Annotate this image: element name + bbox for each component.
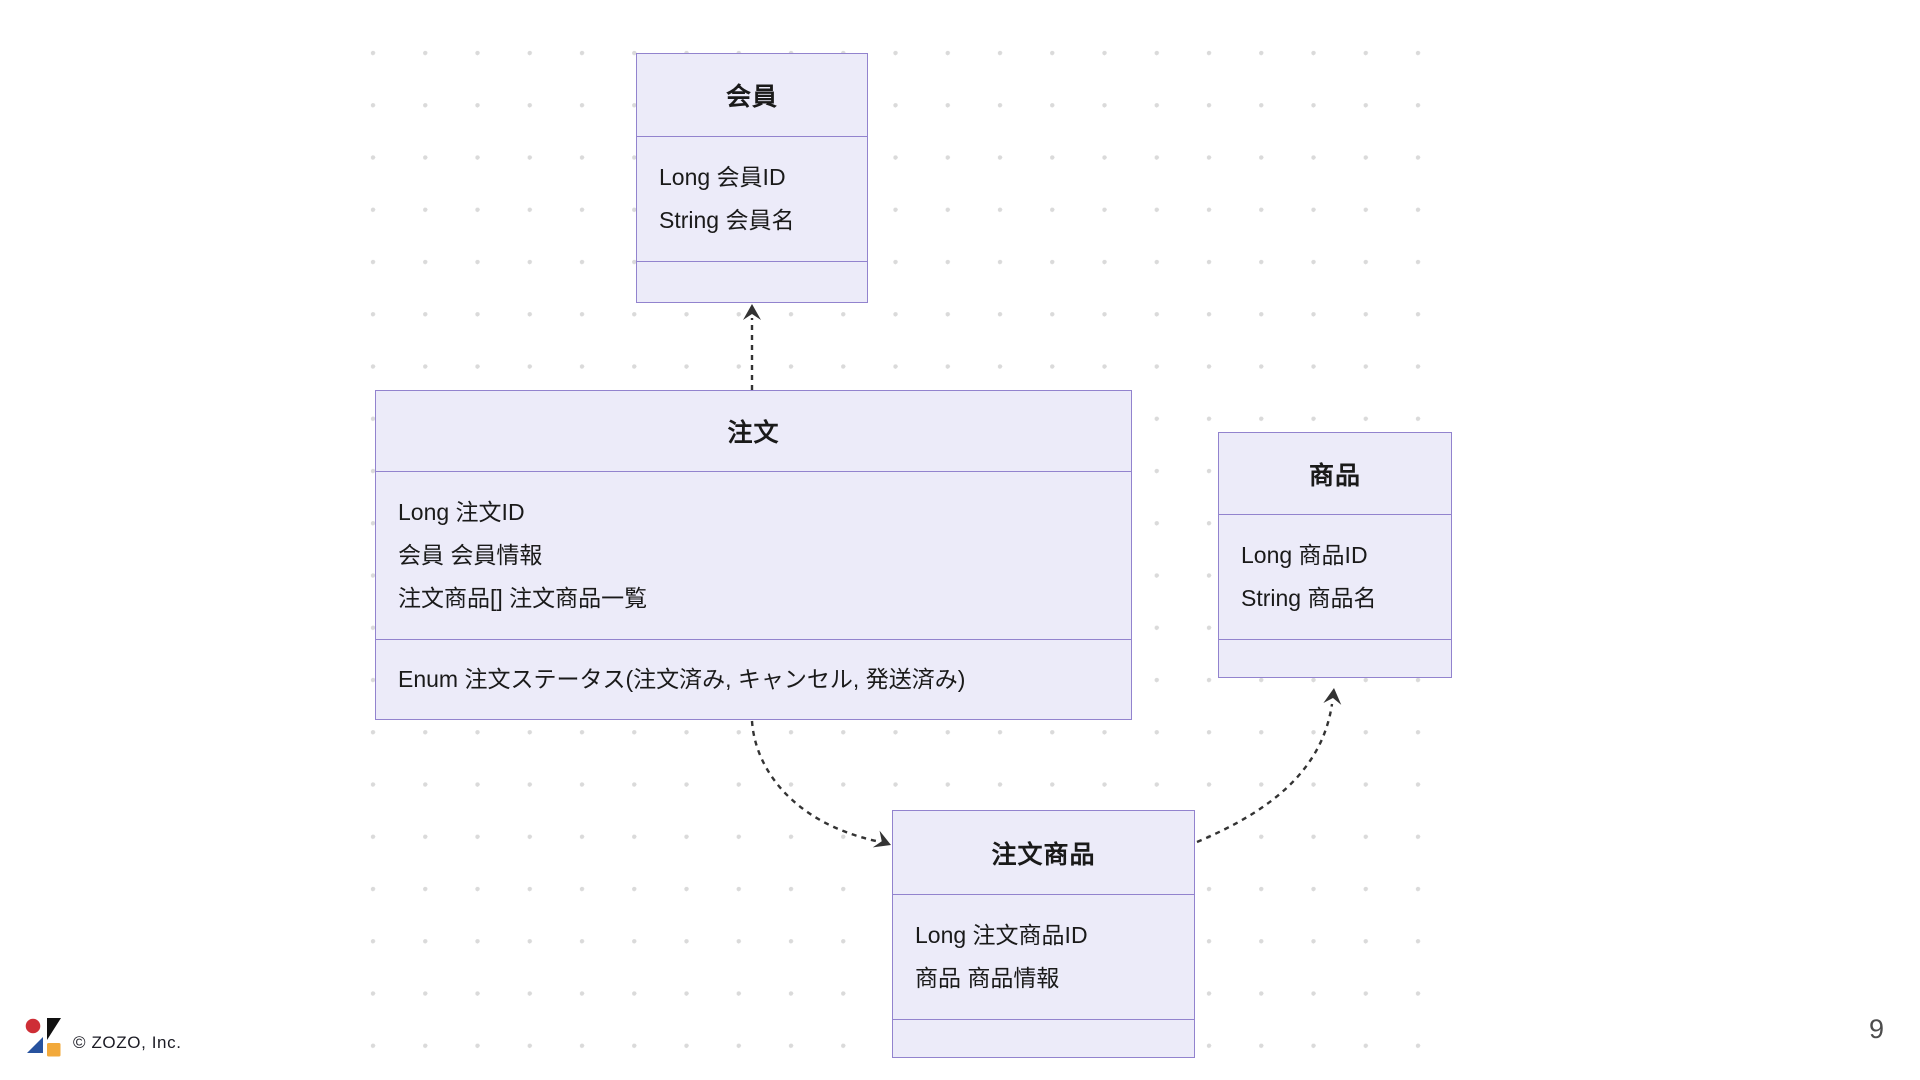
- attribute-line: String 商品名: [1241, 585, 1377, 611]
- attribute-line: Long 注文ID: [398, 499, 525, 525]
- logo-yellow-square: [47, 1043, 61, 1057]
- class-box-orderitem: 注文商品 Long 注文商品ID 商品 商品情報: [892, 810, 1195, 1058]
- class-attributes: Long 注文商品ID 商品 商品情報: [893, 894, 1194, 1019]
- method-line: Enum 注文ステータス(注文済み, キャンセル, 発送済み): [398, 666, 966, 692]
- attribute-line: 注文商品[] 注文商品一覧: [398, 585, 648, 611]
- attribute-line: Long 会員ID: [659, 164, 786, 190]
- class-attributes: Long 注文ID 会員 会員情報 注文商品[] 注文商品一覧: [376, 471, 1131, 639]
- class-methods-empty: [1219, 639, 1451, 677]
- attribute-line: 会員 会員情報: [398, 542, 543, 568]
- logo-red-circle: [25, 1018, 41, 1034]
- class-box-member: 会員 Long 会員ID String 会員名: [636, 53, 868, 303]
- logo-black-triangle: [47, 1018, 61, 1040]
- page-number: 9: [1868, 1014, 1884, 1044]
- zozo-logo-icon: [25, 1018, 61, 1057]
- attribute-line: Long 注文商品ID: [915, 922, 1088, 948]
- class-methods-empty: [637, 261, 867, 302]
- class-attributes: Long 商品ID String 商品名: [1219, 514, 1451, 639]
- attribute-line: String 会員名: [659, 207, 795, 233]
- class-title: 商品: [1308, 461, 1361, 490]
- class-title: 注文商品: [991, 840, 1096, 869]
- copyright-text: © ZOZO, Inc.: [73, 1033, 182, 1052]
- class-box-order: 注文 Long 注文ID 会員 会員情報 注文商品[] 注文商品一覧 Enum …: [375, 390, 1132, 720]
- attribute-line: 商品 商品情報: [915, 965, 1060, 991]
- class-methods-empty: [893, 1019, 1194, 1057]
- attribute-line: Long 商品ID: [1241, 542, 1368, 568]
- logo-blue-triangle: [27, 1037, 43, 1053]
- class-methods: Enum 注文ステータス(注文済み, キャンセル, 発送済み): [376, 639, 1131, 719]
- class-title: 注文: [727, 419, 780, 447]
- class-title: 会員: [725, 83, 778, 111]
- class-attributes: Long 会員ID String 会員名: [637, 136, 867, 261]
- class-box-product: 商品 Long 商品ID String 商品名: [1218, 432, 1452, 678]
